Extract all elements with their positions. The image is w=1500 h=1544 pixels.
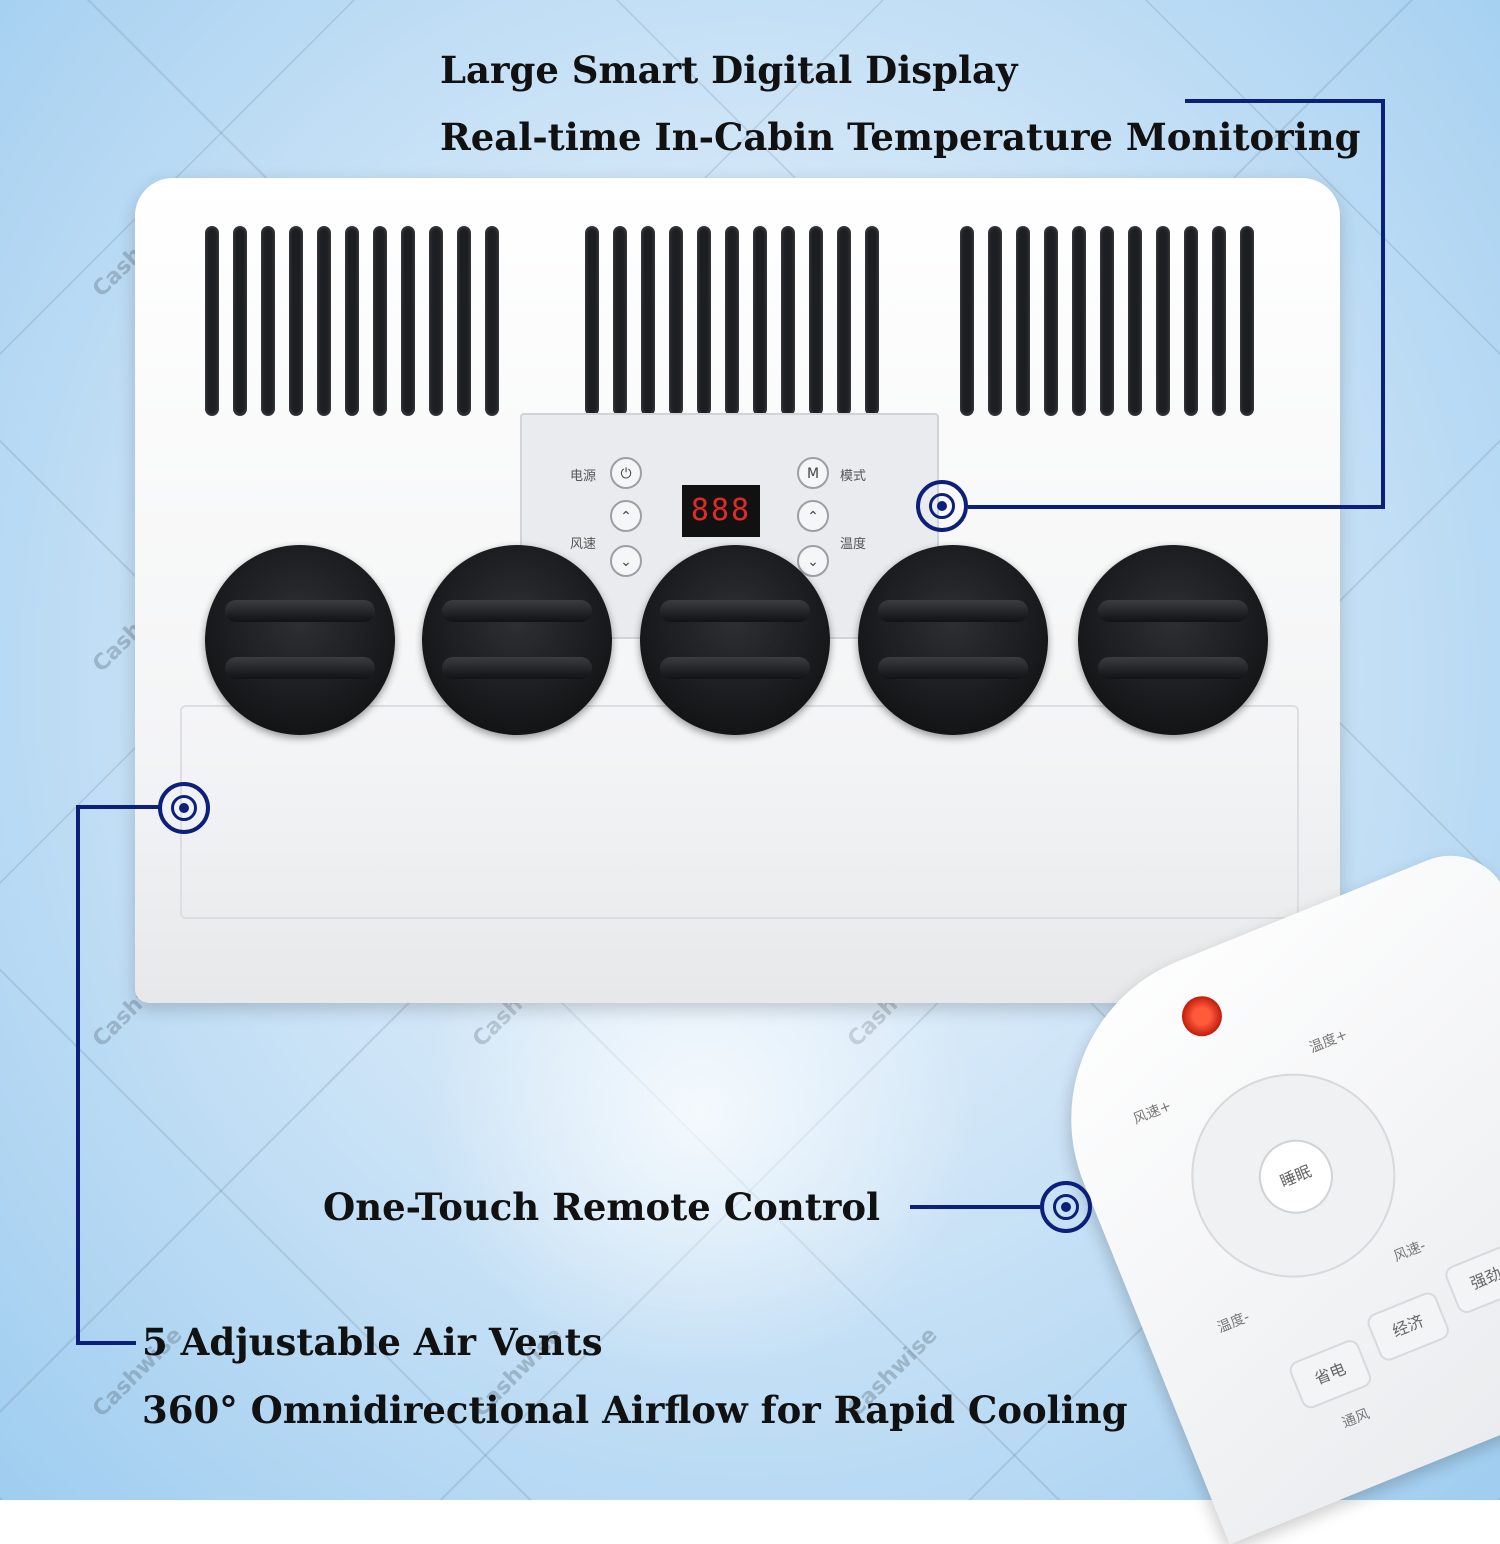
air-vent-5[interactable] [1078,545,1268,735]
remote-fan-label: 通风 [1340,1406,1372,1432]
temperature-label: 温度 [840,537,867,552]
remote-dpad[interactable]: 睡眠 [1160,1042,1427,1309]
remote-eco-button[interactable]: 经济 [1364,1289,1452,1364]
target-marker-icon [158,782,210,834]
air-vent-1[interactable] [205,545,395,735]
grille-right [960,226,1254,416]
remote-label: 风速- [1391,1237,1429,1266]
remote-label: 风速+ [1130,1097,1174,1128]
vent-tray [180,705,1299,919]
grille-left [205,226,499,416]
air-vent-4[interactable] [858,545,1048,735]
leader-line [1185,99,1385,103]
headline-monitoring: Real-time In-Cabin Temperature Monitorin… [440,115,1361,159]
remote-sleep-button[interactable]: 睡眠 [1247,1128,1345,1225]
vents-caption: 5 Adjustable Air Vents [142,1320,603,1364]
fan-down-button[interactable]: ⌄ [610,545,642,577]
remote-caption: One-Touch Remote Control [323,1185,881,1229]
power-label: 电源 [570,469,597,484]
cool-air-mist [420,1000,980,1380]
grille-center [585,226,879,416]
leader-line [76,1341,136,1345]
remote-power-icon[interactable] [1175,990,1228,1043]
power-button[interactable]: ⏻ [610,457,642,489]
temp-down-button[interactable]: ⌄ [797,545,829,577]
fan-up-button[interactable]: ⌃ [610,500,642,532]
target-marker-icon [916,480,968,532]
mode-button[interactable]: M [797,457,829,489]
leader-line [76,805,80,1345]
remote-save-button[interactable]: 省电 [1286,1337,1375,1412]
leader-line [1381,99,1385,509]
leader-line [76,805,160,809]
remote-label: 温度- [1215,1309,1252,1337]
temp-up-button[interactable]: ⌃ [797,500,829,532]
air-vent-3[interactable] [640,545,830,735]
mode-label: 模式 [840,469,867,484]
remote-strong-button[interactable]: 强劲 [1442,1241,1500,1316]
remote-label: 温度+ [1307,1026,1350,1057]
leader-line [968,505,1385,509]
fan-speed-label: 风速 [570,537,597,552]
headline-display: Large Smart Digital Display [440,48,1018,92]
air-vent-2[interactable] [422,545,612,735]
airflow-caption: 360° Omnidirectional Airflow for Rapid C… [142,1388,1128,1432]
target-marker-icon [1040,1181,1092,1233]
leader-line [910,1205,1040,1209]
digital-display: 888 [682,485,760,537]
